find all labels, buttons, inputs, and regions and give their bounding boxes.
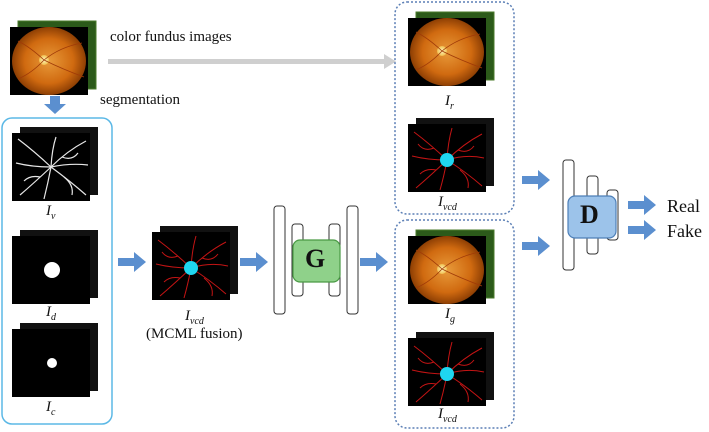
label-ivcd-fused: Ivcd bbox=[185, 308, 204, 327]
fundus-flow-arrow bbox=[108, 54, 396, 69]
real-pair-group-box bbox=[394, 1, 515, 215]
real-output-label: Real bbox=[667, 196, 700, 216]
optic-cup-mask-image bbox=[12, 323, 98, 397]
fake-to-discriminator-arrow bbox=[522, 236, 550, 256]
segmentation-down-arrow bbox=[44, 96, 66, 114]
segmentation-group-box bbox=[1, 117, 113, 425]
fake-output-arrow bbox=[628, 220, 656, 240]
input-fundus-image bbox=[9, 20, 97, 96]
discriminator-block bbox=[567, 195, 617, 239]
generated-fundus-image bbox=[407, 229, 495, 305]
label-id: Id bbox=[46, 304, 56, 323]
segmentation-caption: segmentation bbox=[100, 92, 180, 108]
label-ic: Ic bbox=[46, 399, 56, 418]
fundus-caption: color fundus images bbox=[110, 29, 232, 45]
fused-vcd-image bbox=[151, 225, 239, 301]
optic-disc-mask-image bbox=[12, 230, 98, 304]
generator-input-arrow bbox=[240, 252, 268, 272]
label-ig: Ig bbox=[445, 306, 455, 325]
fake-output-label: Fake bbox=[667, 221, 702, 241]
generator-output-arrow bbox=[360, 252, 388, 272]
real-output-arrow bbox=[628, 195, 656, 215]
label-ir: Ir bbox=[445, 93, 454, 112]
label-ivcd-real: Ivcd bbox=[438, 194, 457, 213]
real-vcd-image bbox=[407, 117, 495, 193]
fake-pair-group-box bbox=[394, 219, 515, 429]
real-fundus-image bbox=[407, 11, 495, 87]
real-to-discriminator-arrow bbox=[522, 170, 550, 190]
mcml-fusion-caption: (MCML fusion) bbox=[146, 326, 243, 342]
label-iv: Iv bbox=[46, 203, 56, 222]
fusion-arrow bbox=[118, 252, 146, 272]
generator-label: G bbox=[305, 244, 326, 273]
generator-block bbox=[292, 239, 341, 283]
discriminator-label: D bbox=[580, 200, 599, 229]
fake-vcd-image bbox=[407, 331, 495, 407]
label-ivcd-fake: Ivcd bbox=[438, 406, 457, 425]
vessel-segmentation-image bbox=[11, 126, 99, 202]
